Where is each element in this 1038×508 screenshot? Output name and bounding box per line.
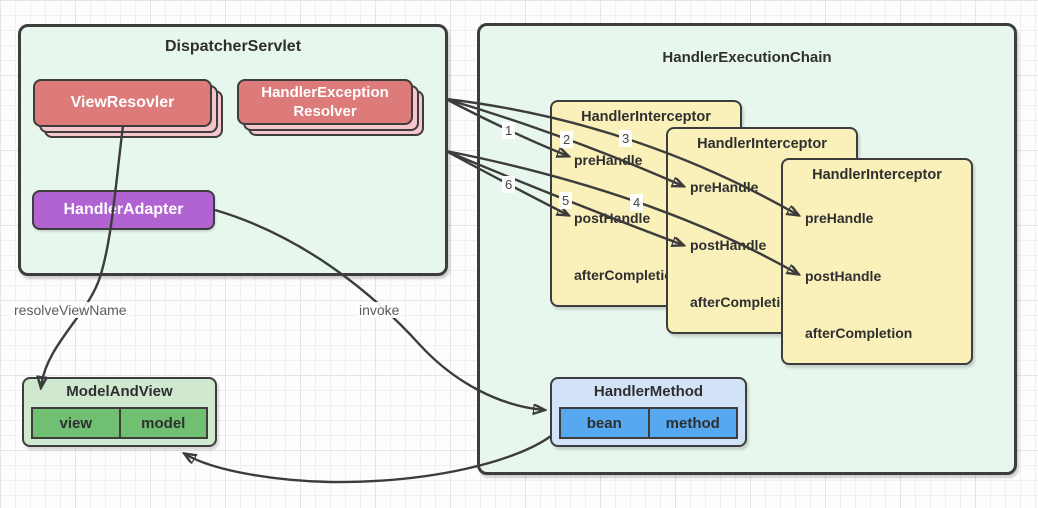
- view-resolver-label: ViewResovler: [70, 94, 175, 111]
- sequence-number-2: 2: [560, 131, 574, 148]
- model-and-view-title: ModelAndView: [66, 383, 173, 400]
- sequence-number-6: 6: [502, 176, 516, 193]
- model-and-view-cells: view model: [31, 407, 208, 439]
- resolve-view-name-label: resolveViewName: [12, 302, 129, 318]
- sequence-number-5: 5: [559, 192, 573, 209]
- model-cell: model: [141, 414, 186, 432]
- handler-adapter-node: HandlerAdapter: [32, 190, 215, 230]
- handler-exception-resolver-label: HandlerException Resolver: [261, 83, 389, 121]
- prehandle-label-1: preHandle: [574, 152, 643, 168]
- bean-cell: bean: [561, 409, 650, 437]
- handler-method-title: HandlerMethod: [593, 383, 704, 400]
- handler-interceptor-3-title: HandlerInterceptor: [812, 167, 942, 183]
- handler-interceptor-1-title: HandlerInterceptor: [581, 109, 711, 125]
- model-and-view-node: ModelAndView view model: [22, 377, 217, 447]
- sequence-number-1: 1: [502, 122, 516, 139]
- prehandle-label-2: preHandle: [690, 179, 759, 195]
- aftercompletion-label-2: afterCompletion: [690, 294, 798, 310]
- handler-interceptor-2-title: HandlerInterceptor: [697, 136, 827, 152]
- sequence-number-3: 3: [619, 130, 633, 147]
- dispatcher-servlet-title: DispatcherServlet: [164, 38, 302, 55]
- posthandle-label-1: postHandle: [574, 210, 651, 226]
- posthandle-label-3: postHandle: [805, 268, 882, 284]
- handler-execution-chain-title: HandlerExecutionChain: [662, 49, 832, 66]
- handler-method-node: HandlerMethod bean method: [550, 377, 747, 447]
- handler-interceptor-3: HandlerInterceptor preHandle postHandle …: [781, 158, 973, 365]
- handler-method-cells: bean method: [559, 407, 738, 439]
- dispatcher-servlet-container: DispatcherServlet: [18, 24, 448, 276]
- posthandle-label-2: postHandle: [690, 237, 767, 253]
- sequence-number-4: 4: [630, 194, 644, 211]
- invoke-label: invoke: [357, 302, 402, 318]
- view-cell: view: [33, 409, 121, 437]
- aftercompletion-label-3: afterCompletion: [805, 325, 913, 341]
- handler-adapter-label: HandlerAdapter: [63, 201, 184, 218]
- prehandle-label-3: preHandle: [805, 210, 874, 226]
- handler-exception-resolver-node: HandlerException Resolver: [237, 79, 413, 125]
- view-resolver-node: ViewResovler: [33, 79, 212, 127]
- method-cell: method: [665, 414, 720, 432]
